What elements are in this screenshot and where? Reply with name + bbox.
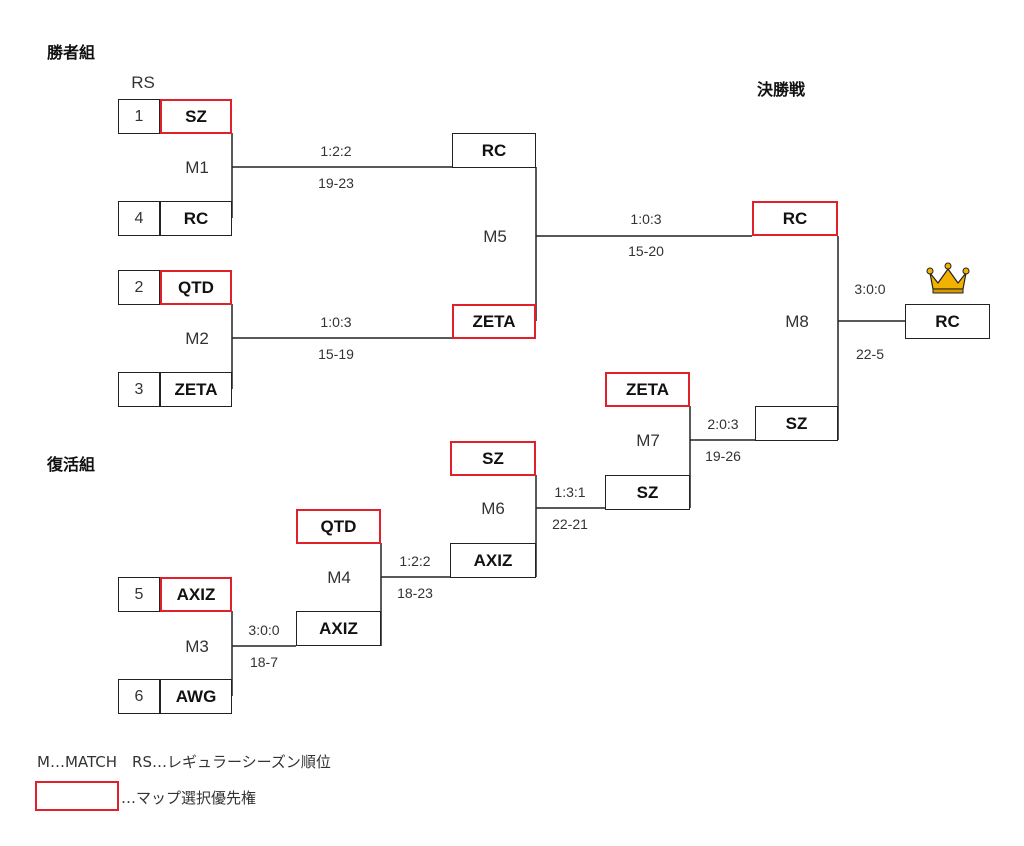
match-label-m2: M2 (185, 329, 209, 348)
legend-abbreviations: M…MATCH RS…レギュラーシーズン順位 (37, 753, 331, 771)
m1-map-score: 1:2:2 (320, 143, 352, 159)
match-label-m5: M5 (483, 227, 507, 246)
m3-map-score: 3:0:0 (248, 622, 280, 638)
team-box-m7-top: ZETA (605, 372, 690, 407)
final-title: 決勝戦 (757, 80, 806, 99)
legend-priority-swatch (35, 781, 119, 811)
seed-2: 2 (118, 270, 160, 305)
winners-bracket-title: 勝者組 (47, 43, 96, 62)
team-box-m7-bottom: SZ (605, 475, 690, 510)
seed-1: 1 (118, 99, 160, 134)
crown-icon (926, 262, 970, 294)
team-box-m4-top: QTD (296, 509, 381, 544)
match-label-m4: M4 (327, 568, 351, 587)
team-box-m1-top: SZ (160, 99, 232, 134)
match-label-m6: M6 (481, 499, 505, 518)
team-box-m3-top: AXIZ (160, 577, 232, 612)
team-box-m5-bottom: ZETA (452, 304, 536, 339)
m1-point-score: 19-23 (318, 175, 354, 191)
team-box-m1-bottom: RC (160, 201, 232, 236)
seed-3: 3 (118, 372, 160, 407)
m2-point-score: 15-19 (318, 346, 354, 362)
team-box-m4-bottom: AXIZ (296, 611, 381, 646)
team-box-m5-top: RC (452, 133, 536, 168)
m3-point-score: 18-7 (249, 654, 279, 670)
m4-map-score: 1:2:2 (399, 553, 431, 569)
champion-box: RC (905, 304, 990, 339)
match-label-m8: M8 (785, 312, 809, 331)
team-box-m2-bottom: ZETA (160, 372, 232, 407)
match-label-m1: M1 (185, 158, 209, 177)
m7-point-score: 19-26 (705, 448, 741, 464)
team-box-m3-bottom: AWG (160, 679, 232, 714)
rs-header: RS (131, 73, 155, 92)
seed-6: 6 (118, 679, 160, 714)
m6-map-score: 1:3:1 (554, 484, 586, 500)
team-box-m6-bottom: AXIZ (450, 543, 536, 578)
team-box-m2-top: QTD (160, 270, 232, 305)
legend-priority-text: …マップ選択優先権 (121, 789, 257, 807)
losers-bracket-title: 復活組 (47, 455, 96, 474)
m8-map-score: 3:0:0 (854, 281, 886, 297)
match-label-m7: M7 (636, 431, 660, 450)
m6-point-score: 22-21 (552, 516, 588, 532)
seed-5: 5 (118, 577, 160, 612)
m5-map-score: 1:0:3 (630, 211, 662, 227)
m8-point-score: 22-5 (855, 346, 885, 362)
m5-point-score: 15-20 (628, 243, 664, 259)
m7-map-score: 2:0:3 (707, 416, 739, 432)
team-box-m6-top: SZ (450, 441, 536, 476)
team-box-m8-top: RC (752, 201, 838, 236)
m2-map-score: 1:0:3 (320, 314, 352, 330)
seed-4: 4 (118, 201, 160, 236)
m4-point-score: 18-23 (397, 585, 433, 601)
team-box-m8-bottom: SZ (755, 406, 838, 441)
match-label-m3: M3 (185, 637, 209, 656)
